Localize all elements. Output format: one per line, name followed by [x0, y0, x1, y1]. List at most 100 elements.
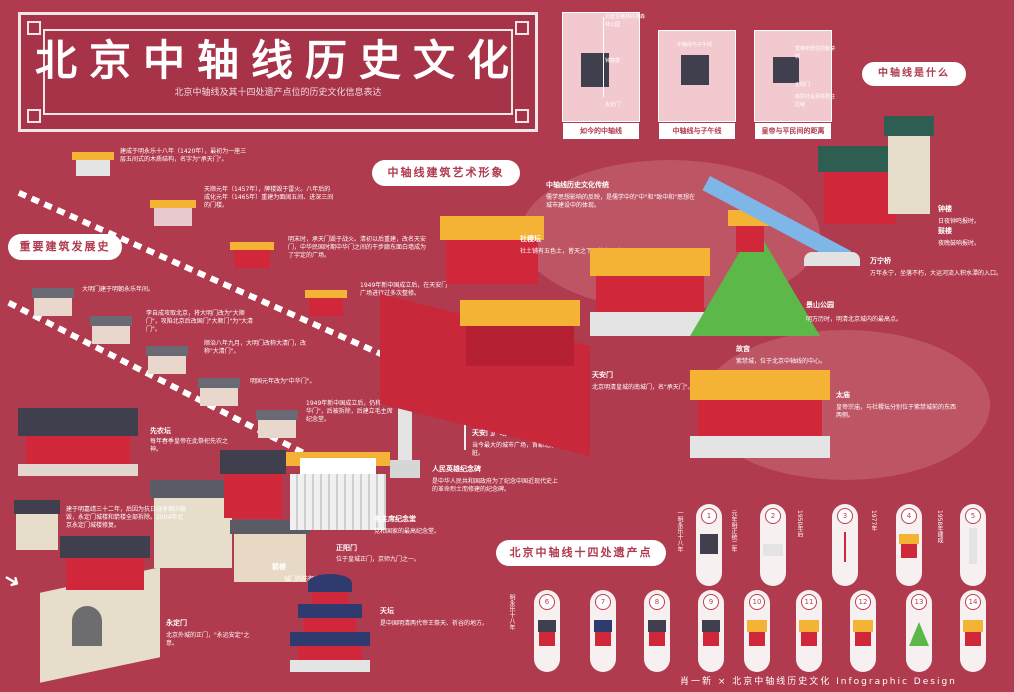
note-gugong: 紫禁城，位于北京中轴线的中心。 [736, 358, 827, 365]
panel-label: 中轴线与子午线 [659, 123, 735, 139]
panel-label: 皇帝与平民间的距离 [755, 123, 831, 139]
label-yongding: 永定门 [166, 619, 187, 627]
jianlou-building [230, 520, 310, 584]
heritage-item-2[interactable]: 2 [760, 504, 786, 586]
panel-line: 皇帝所居住的紫禁城 [795, 46, 836, 60]
heritage-item-7[interactable]: 7 [590, 590, 616, 672]
note-wanning: 万年永宁，坐落不朽，大运河流入积水潭的入口。 [870, 270, 1003, 277]
note-monument: 是中华人民共和国政府为了纪念中国近现代史上的革命烈士而修建的纪念碑。 [432, 478, 559, 493]
heritage-vtext: 元年明正统二年 [730, 510, 737, 552]
heritage-item-8[interactable]: 8 [644, 590, 670, 672]
frame-corner [515, 109, 529, 123]
heritage-vtext: 1977年 [870, 510, 877, 532]
note-tradition: 儒学思想影响的反映，是儒学中的"中"和"致中和"思想在城市建设中的体现。 [546, 194, 696, 209]
heritage-item-10[interactable]: 10 [744, 590, 770, 672]
history-gate [32, 288, 74, 318]
title-board: 北京中轴线历史文化 北京中轴线及其十四处遗产点位的历史文化信息表达 [18, 12, 538, 132]
page-title: 北京中轴线历史文化 [34, 36, 521, 85]
heritage-item-1[interactable]: 1 [696, 504, 722, 586]
palace-block [681, 55, 709, 85]
panel-line: 中轴线与子午线 [677, 42, 713, 48]
palace-block [581, 53, 609, 87]
heritage-vtext: 一明永乐十八年 [676, 510, 683, 552]
history-building [230, 242, 274, 270]
frame-corner [27, 109, 41, 123]
heritage-item-5[interactable]: 5 [960, 504, 986, 586]
wanning-bridge [804, 252, 860, 266]
label-wanning: 万宁桥 [870, 257, 891, 265]
panel-line: 北延至奥林匹克森林公园 [605, 14, 646, 28]
history-note: 明末时，承天门毁于战火。清初以后重建，改名天安门，中华民国时期中华门之间的干步廊… [288, 236, 427, 259]
history-gate [146, 346, 188, 376]
history-note: 每年春季皇帝在此祭祀先农之神。 [150, 438, 229, 453]
shejitan-building [440, 216, 544, 286]
heritage-item-3[interactable]: 3 [832, 504, 858, 586]
heritage-number: 5 [965, 508, 981, 524]
heritage-number: 13 [911, 594, 927, 610]
heritage-item-6[interactable]: 6 [534, 590, 560, 672]
title-board-inner [43, 29, 513, 115]
label-zhengyang: 正阳门 [336, 544, 357, 552]
heritage-number: 8 [649, 594, 665, 610]
panel-line: 钟鼓楼 [605, 58, 621, 64]
gugong-building [590, 248, 710, 338]
note-mausoleum: 党和国家的最高纪念堂。 [374, 528, 441, 535]
heritage-item-9[interactable]: 9 [698, 590, 724, 672]
section-art-form: 中轴线建筑艺术形象 [372, 160, 520, 186]
heritage-number: 11 [801, 594, 817, 610]
note-tiananmen: 北京明清皇城的南城门，名"承天门"。 [592, 384, 694, 391]
section-history: 重要建筑发展史 [8, 234, 122, 260]
history-note: 1949年新中国成立后，仍称"中华门"，后被拆除，后建立毛主席纪念堂。 [306, 400, 393, 423]
label-gulou: 鼓楼 [938, 227, 952, 235]
frame-corner [515, 21, 529, 35]
xiannong-building [18, 408, 138, 478]
tiananmen-gate [460, 300, 580, 380]
history-note: 大明门建于明朝永乐年间。 [82, 286, 155, 293]
heritage-item-13[interactable]: 13 [906, 590, 932, 672]
taimiao-building [690, 370, 830, 460]
section-heritage: 北京中轴线十四处遗产点 [496, 540, 666, 566]
panel-today: 北延至奥林匹克森林公园 钟鼓楼 永定门 如今的中轴线 [562, 12, 645, 139]
label-tradition: 中轴线历史文化传统 [546, 181, 609, 189]
heritage-number: 6 [539, 594, 555, 610]
heritage-vtext: 1950年后 [796, 510, 803, 538]
credit-line: 肖一新 × 北京中轴线历史文化 Infographic Design [680, 677, 957, 687]
label-shejitan: 社稷坛 [520, 235, 541, 243]
label-mausoleum: 毛主席纪念堂 [374, 515, 416, 523]
heritage-number: 7 [595, 594, 611, 610]
history-building [305, 290, 347, 318]
note-gulou: 夜晚鼓响报时。 [938, 240, 981, 247]
note-shejitan: 社土铺有五色土，皆天之下，皆在王土。 [520, 248, 629, 255]
page-subtitle: 北京中轴线及其十四处遗产点位的历史文化信息表达 [174, 88, 382, 98]
heritage-number: 10 [749, 594, 765, 610]
history-note: 建成于明永乐十八年（1420年），最初为一座三层五间式的木质结构，名字为"承天门… [120, 148, 247, 163]
history-gate [198, 378, 240, 408]
history-note: 明国元年改为"中华门"。 [250, 378, 316, 385]
zhonglou-building [884, 116, 934, 216]
note-guangchang: 当今最大的城市广场，首都北京的心脏。 [472, 442, 569, 457]
heritage-item-11[interactable]: 11 [796, 590, 822, 672]
note-yongding: 北京外城的正门，"永远安定"之意。 [166, 632, 250, 647]
label-jianlou: 箭楼 [272, 563, 286, 571]
jianlou-tower [150, 480, 236, 570]
note-taimiao: 皇帝宗庙，与社稷坛分别位于紫禁城前的东西两侧。 [836, 404, 957, 419]
label-xiannong: 先农坛 [150, 427, 171, 435]
history-note: 李自成攻取北京，将大明门改为"大顺门"，攻陷北京后改国门"大顺门"为"大清门"。 [146, 310, 254, 333]
panel-meridian: 中轴线与子午线 中轴线与子午线 [658, 30, 736, 139]
panel-label: 如今的中轴线 [563, 123, 639, 139]
heritage-vtext: 明永乐十八年 [508, 594, 515, 630]
heritage-number: 12 [855, 594, 871, 610]
heritage-number: 9 [703, 594, 719, 610]
section-what-is: 中轴线是什么 [862, 62, 966, 86]
label-zhonglou: 钟楼 [938, 205, 952, 213]
history-note: 1949年新中国成立后，在天安门广场进行过多次整修。 [360, 282, 448, 297]
heritage-item-14[interactable]: 14 [960, 590, 986, 672]
axis-line [603, 17, 604, 97]
mausoleum-building [286, 452, 390, 532]
label-tiananmen: 天安门 [592, 371, 613, 379]
note-zhonglou: 日夜钟鸣报时。 [938, 218, 981, 225]
note-tiantan: 是中国明清两代帝王祭天、祈谷的地方。 [380, 620, 489, 627]
label-monument: 人民英雄纪念碑 [432, 465, 481, 473]
heritage-item-12[interactable]: 12 [850, 590, 876, 672]
heritage-item-4[interactable]: 4 [896, 504, 922, 586]
